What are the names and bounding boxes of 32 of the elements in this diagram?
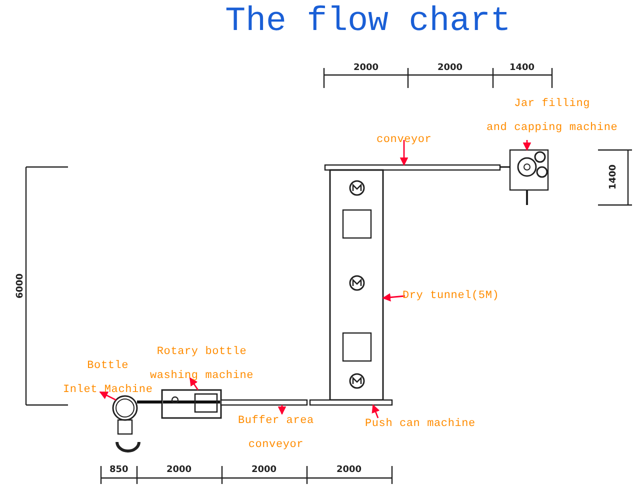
leader-line: [372, 404, 380, 418]
conveyor-bar: [324, 164, 501, 171]
dry-tunnel-drawing: [329, 169, 384, 401]
washing-machine-drawing: [161, 389, 222, 419]
part-label: Dry tunnel(5M): [402, 284, 500, 308]
leader-line: [382, 293, 406, 302]
dimension-label: 1400: [608, 164, 618, 190]
dimension-label: 6000: [15, 273, 26, 299]
part-label: Buffer area conveyor: [238, 409, 314, 457]
leader-line: [278, 405, 286, 415]
leader-line: [400, 140, 408, 166]
dimension-label: 2000: [252, 465, 277, 475]
inlet-machine-drawing: [112, 395, 140, 452]
dimension-label: 2000: [438, 63, 463, 73]
conveyor-line: [500, 166, 510, 168]
conveyor-line: [137, 400, 162, 404]
dimension-label: 1400: [510, 63, 535, 73]
part-label: Push can machine: [365, 412, 476, 436]
leader-line: [99, 391, 116, 401]
conveyor-bar: [309, 399, 393, 406]
conveyor-bar: [220, 399, 308, 406]
dimension-label: 850: [110, 465, 128, 475]
dimension-label: 2000: [336, 465, 362, 475]
title: The flow chart: [224, 2, 512, 42]
filling-machine-drawing: [509, 149, 549, 205]
dimension-label: 2000: [166, 465, 192, 475]
part-label: Jar filling and capping machine: [486, 92, 618, 140]
leader-line: [522, 140, 532, 151]
part-label: conveyor: [376, 128, 432, 152]
dimension-label: 2000: [354, 63, 379, 73]
leader-line: [189, 377, 199, 390]
part-label: Rotary bottle washing machine: [150, 340, 254, 388]
